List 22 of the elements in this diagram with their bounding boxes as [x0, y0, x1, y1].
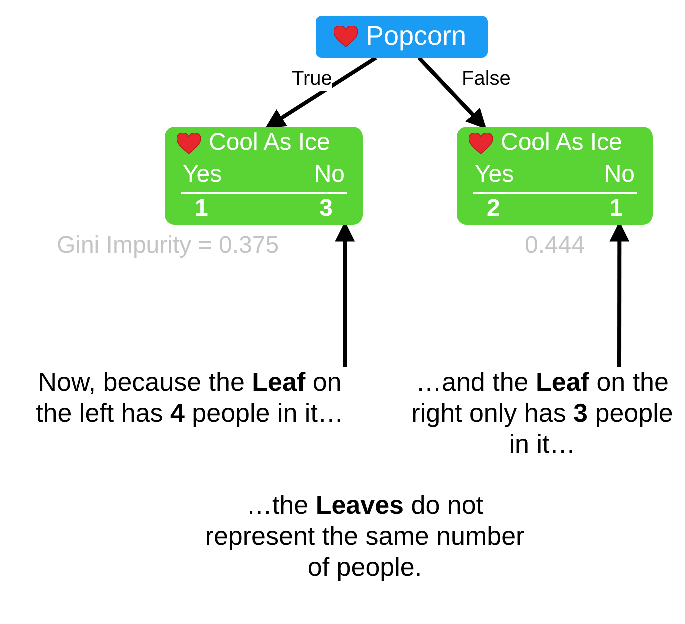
gini-impurity-text: 0.444 — [524, 232, 586, 260]
count-value: 1 — [195, 195, 208, 223]
count-value: 2 — [487, 195, 500, 223]
annotation-text: …and the Leaf on the right only has 3 people in it… — [405, 367, 680, 460]
edge-label: True — [292, 68, 332, 91]
column-header: No — [314, 161, 345, 189]
decision-node — [316, 16, 488, 58]
leaf-node — [165, 127, 363, 225]
arrow — [418, 56, 487, 130]
leaf-node — [457, 127, 653, 225]
annotation-text: Now, because the Leaf on the left has 4 people in it… — [20, 367, 360, 429]
column-header: No — [604, 161, 635, 189]
column-header: Yes — [183, 161, 222, 189]
node-title: Cool As Ice — [501, 129, 622, 157]
node-title: Popcorn — [366, 21, 467, 52]
node-title: Cool As Ice — [209, 129, 330, 157]
annotation-text: …the Leaves do not represent the same number of people. — [205, 490, 525, 583]
count-value: 1 — [610, 195, 623, 223]
column-header: Yes — [475, 161, 514, 189]
gini-impurity-text: Gini Impurity = 0.375 — [56, 232, 280, 260]
arrow — [265, 56, 378, 129]
count-value: 3 — [320, 195, 333, 223]
